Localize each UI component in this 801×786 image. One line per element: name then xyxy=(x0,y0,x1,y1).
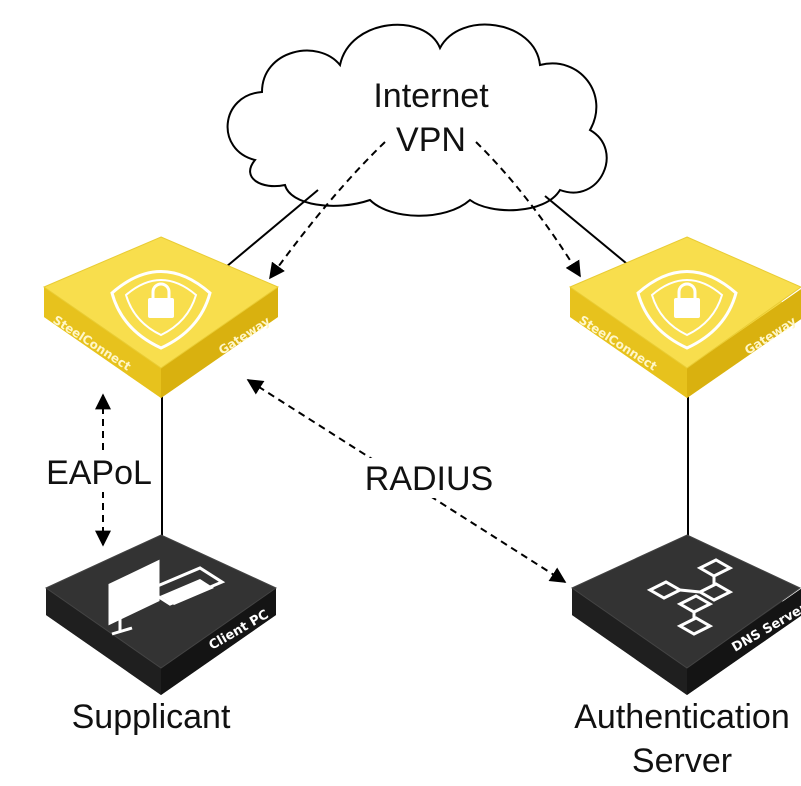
authentication-server-caption-line1: Authentication xyxy=(574,698,790,736)
internet-cloud: Internet VPN xyxy=(226,23,608,217)
shield-lock-icon xyxy=(110,270,212,350)
dns-server-device: DNS Server xyxy=(570,534,801,695)
client-pc-device: Client PC xyxy=(44,534,278,695)
left-gateway: SteelConnect Gateway xyxy=(42,236,280,398)
computer-icon xyxy=(108,559,226,636)
shield-lock-icon xyxy=(636,270,738,350)
cloud-to-right-gateway-line xyxy=(544,195,633,269)
cloud-to-left-gateway-line xyxy=(219,189,319,273)
eapol-label-bg xyxy=(38,452,160,492)
vpn-arrow-left xyxy=(269,141,386,280)
right-gateway: SteelConnect Gateway xyxy=(568,236,801,398)
vpn-arrow-right xyxy=(475,141,581,278)
network-hierarchy-icon xyxy=(646,558,734,636)
radius-label-bg xyxy=(355,458,505,498)
radius-arrow xyxy=(246,379,567,583)
cloud-label-vpn: VPN xyxy=(396,121,466,159)
radius-label: RADIUS xyxy=(365,460,493,498)
solid-links xyxy=(161,189,689,545)
authentication-server-caption-line2: Server xyxy=(632,742,732,780)
cloud-label-internet: Internet xyxy=(373,77,489,115)
eapol-label: EAPoL xyxy=(46,454,152,492)
supplicant-caption: Supplicant xyxy=(72,698,231,736)
